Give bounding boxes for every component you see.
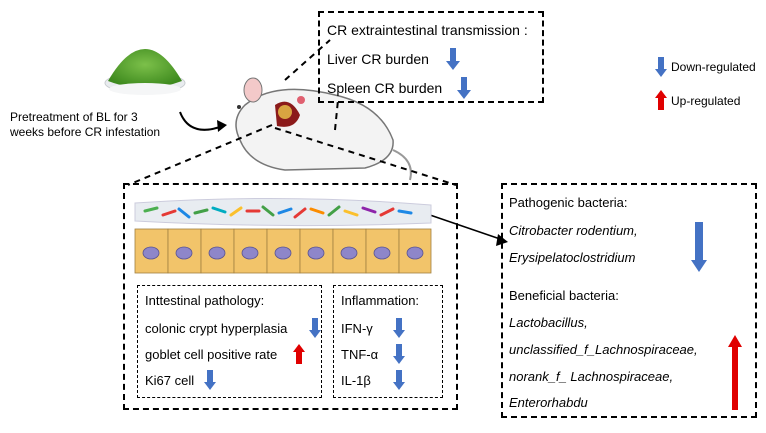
curved-arrow-icon bbox=[179, 111, 227, 132]
pathogenic-item: Erysipelatoclostridium bbox=[509, 250, 636, 265]
intestine-box bbox=[123, 183, 458, 410]
bacteria-box bbox=[501, 183, 757, 418]
liver-burden-label: Liver CR burden bbox=[327, 51, 429, 67]
pathogenic-item: Citrobacter rodentium, bbox=[509, 223, 638, 238]
legend-up-arrow-icon bbox=[655, 90, 667, 110]
legend-down-label: Down-regulated bbox=[671, 60, 756, 74]
powder-bowl-image bbox=[104, 49, 186, 95]
beneficial-item: unclassified_f_Lachnospiraceae, bbox=[509, 342, 698, 357]
down-arrow-icon bbox=[393, 318, 405, 338]
pathology-title: Inttestinal pathology: bbox=[145, 293, 265, 308]
ifn-gamma-label: IFN-γ bbox=[341, 321, 373, 336]
inflammation-box bbox=[333, 285, 443, 398]
goblet-cell-label: goblet cell positive rate bbox=[145, 347, 278, 362]
up-arrow-icon bbox=[728, 335, 742, 410]
down-arrow-icon bbox=[457, 77, 471, 99]
down-arrow-icon bbox=[309, 318, 321, 338]
up-arrow-icon bbox=[293, 344, 305, 364]
down-arrow-icon bbox=[691, 222, 707, 272]
down-arrow-icon bbox=[204, 370, 216, 390]
ki67-cell-label: Ki67 cell bbox=[145, 373, 195, 388]
il-1beta-label: IL-1β bbox=[341, 373, 371, 388]
legend-up-label: Up-regulated bbox=[671, 94, 741, 108]
down-arrow-icon bbox=[393, 344, 405, 364]
mouse-illustration bbox=[235, 77, 412, 181]
down-arrow-icon bbox=[393, 370, 405, 390]
inflammation-title: Inflammation: bbox=[341, 293, 420, 308]
pretreatment-text-line2: weeks before CR infestation bbox=[10, 125, 161, 139]
gut-epithelium-illustration bbox=[134, 197, 432, 274]
transmission-title: CR extraintestinal transmission : bbox=[327, 22, 528, 38]
beneficial-item: Enterorhabdu bbox=[509, 395, 588, 410]
tnf-alpha-label: TNF-α bbox=[341, 347, 379, 362]
beneficial-title: Beneficial bacteria: bbox=[509, 288, 619, 303]
crypt-hyperplasia-label: colonic crypt hyperplasia bbox=[145, 321, 288, 336]
legend-down-arrow-icon bbox=[655, 57, 667, 77]
transmission-box bbox=[318, 11, 544, 103]
pretreatment-text-line1: Pretreatment of BL for 3 bbox=[10, 110, 138, 124]
spleen-burden-label: Spleen CR burden bbox=[327, 80, 443, 96]
pathology-box bbox=[137, 285, 322, 398]
beneficial-item: norank_f_ Lachnospiraceae, bbox=[509, 369, 674, 384]
beneficial-item: Lactobacillus, bbox=[509, 315, 588, 330]
pathogenic-title: Pathogenic bacteria: bbox=[509, 195, 628, 210]
down-arrow-icon bbox=[446, 48, 460, 70]
